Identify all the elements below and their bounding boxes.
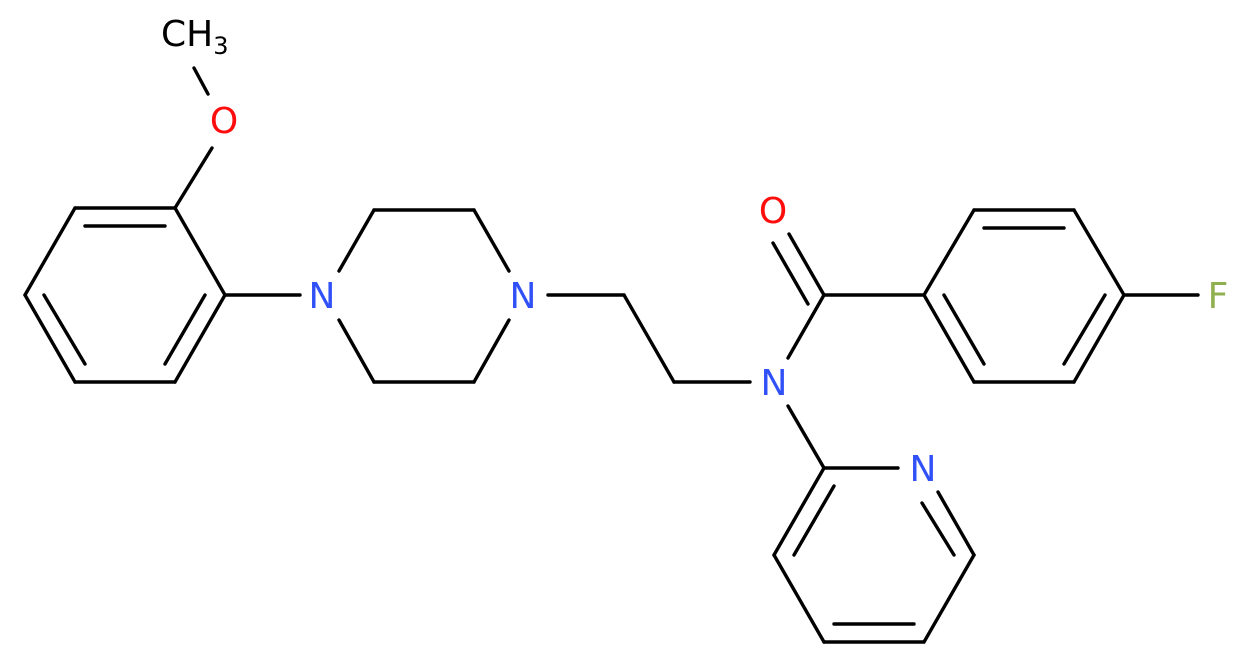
bond-ring3 [772,553,826,644]
atom-ch3-subscript: 3 [213,32,228,60]
bond-ring2-inner [1062,293,1107,366]
bond-ethyl [622,293,676,384]
atom-o-methoxy: O [210,101,238,142]
atom-n-piperazine-left: N [309,276,336,317]
bond-piperazine [472,208,511,273]
bond-piperazine [337,318,376,384]
bond-piperazine [337,208,376,273]
bond-o-aryl [173,146,214,210]
atom-ch3: CH3 [161,14,229,60]
atom-n-piperazine-right: N [510,276,537,317]
bond-ring1 [173,206,227,297]
bond-n-carbonyl [786,293,826,360]
bond-ring2 [1072,208,1126,297]
bond-n-pyridyl [786,404,826,470]
bond-ring1-inner [42,293,87,366]
bond-piperazine [472,318,511,384]
bond-ring1-inner [163,293,207,366]
bond-ring3 [772,466,826,557]
bond-ch3-o [192,66,210,96]
bond-ring2 [922,293,976,384]
atom-n-pyridine: N [910,449,937,490]
bond-ring3 [922,553,976,644]
bond-ring1 [173,293,227,384]
bond-ring3 [936,490,976,557]
bond-ring2-inner [942,293,986,366]
atom-labels: CH3 O N N O F N N [161,14,1228,490]
bond-ring3-inner [920,501,956,557]
atom-f: F [1208,276,1229,317]
atom-o-carbonyl: O [759,191,787,232]
bond-ring3-inner [792,484,836,557]
bond-ring2 [922,208,976,297]
bond-c-o-double [787,232,826,297]
atom-ch3-symbol: CH [161,14,213,55]
bond-c-o-double [771,241,810,306]
atom-n-amide: N [761,363,788,404]
bond-lines [23,66,1200,644]
bond-ring1 [23,293,77,384]
bond-ring1 [23,206,77,297]
bond-ring2 [1072,293,1126,384]
